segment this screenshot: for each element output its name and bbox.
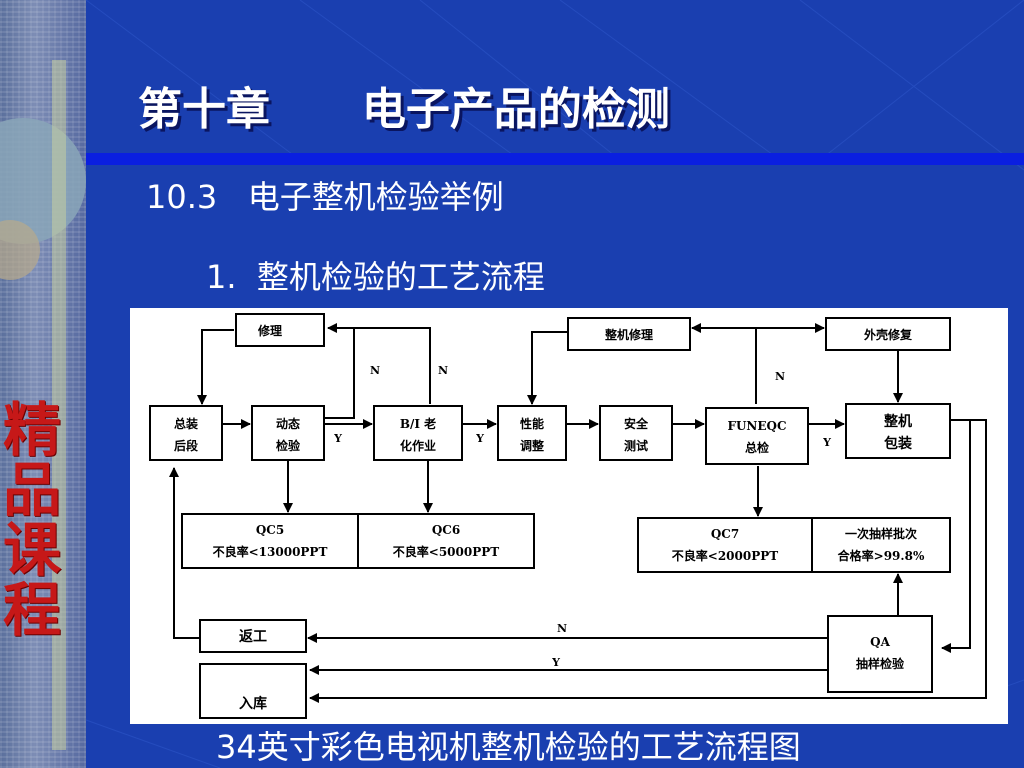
quality-course-badge: 精 品 课 程 (0, 400, 64, 640)
node-packaging (845, 403, 951, 459)
node-batch-sampling (811, 517, 951, 573)
node-funeqc-label: FUNEQC (727, 419, 786, 433)
node-funeqc-label: 总检 (745, 440, 769, 455)
badge-char: 品 (2, 456, 61, 524)
node-warehouse (199, 663, 307, 719)
node-case-repair-label: 外壳修复 (864, 327, 913, 342)
node-packaging-label: 整机 (883, 413, 912, 430)
edge-label-yes: Y (333, 432, 342, 445)
node-final-assembly (149, 405, 223, 461)
node-unit-repair-label: 整机修理 (604, 327, 653, 342)
node-qc6 (357, 513, 535, 569)
title-divider (86, 153, 1024, 165)
node-safety-test-label: 测试 (624, 438, 648, 453)
node-dynamic-test (251, 405, 325, 461)
node-case-repair (825, 317, 951, 351)
node-qc7 (637, 517, 813, 573)
decorative-side-strip (0, 0, 86, 768)
figure-caption: 34英寸彩色电视机整机检验的工艺流程图 (216, 728, 801, 766)
node-funeqc (705, 407, 809, 465)
node-qc6-label: 不良率<5000PPT (393, 544, 500, 559)
node-batch-sampling-label: 一次抽样批次 (845, 526, 917, 541)
node-rework (199, 619, 307, 653)
section-heading: 10.3 电子整机检验举例 (146, 178, 504, 216)
node-qa-sampling-label: QA (870, 635, 890, 649)
edge-label-no: N (370, 364, 380, 377)
node-unit-repair (567, 317, 691, 351)
node-packaging-label: 包装 (884, 435, 913, 452)
node-performance-adjust (497, 405, 567, 461)
process-flow-diagram: 修理 总装 后段 动态 检验 B/I 老 化作业 性能 调整 安全 测试 FUN… (130, 308, 1008, 724)
node-batch-sampling-label: 合格率>99.8% (838, 548, 925, 563)
decorative-bar (52, 60, 66, 750)
node-qc5-label: 不良率<13000PPT (213, 544, 328, 559)
edge-label-no: N (557, 622, 567, 635)
node-safety-test-label: 安全 (624, 416, 649, 431)
node-performance-adjust-label: 性能 (519, 416, 544, 431)
edge-label-no: N (775, 370, 785, 383)
node-dynamic-test-label: 动态 (276, 416, 300, 431)
slide-title: 第十章 电子产品的检测 (138, 84, 670, 135)
node-qc6-label: QC6 (432, 523, 460, 537)
edge-label-yes: Y (822, 436, 831, 449)
edge-label-yes: Y (551, 656, 560, 669)
node-final-assembly-label: 后段 (174, 438, 199, 453)
node-repair-label: 修理 (257, 323, 282, 338)
edge-label-yes: Y (475, 432, 484, 445)
node-burn-in-label: 化作业 (400, 438, 436, 453)
node-repair (235, 313, 325, 347)
badge-char: 课 (2, 516, 61, 584)
node-qa-sampling-label: 抽样检验 (856, 656, 905, 671)
node-qa-sampling (827, 615, 933, 693)
node-final-assembly-label: 总装 (174, 416, 198, 431)
node-qc5-label: QC5 (256, 523, 284, 537)
node-qc5 (181, 513, 359, 569)
node-rework-label: 返工 (239, 628, 267, 645)
node-qc7-label: QC7 (711, 527, 739, 541)
node-safety-test (599, 405, 673, 461)
node-dynamic-test-label: 检验 (276, 438, 301, 453)
node-burn-in (373, 405, 463, 461)
badge-char: 精 (2, 396, 61, 464)
node-performance-adjust-label: 调整 (520, 438, 544, 453)
node-warehouse-label: 入库 (239, 695, 267, 712)
node-qc7-label: 不良率<2000PPT (672, 548, 779, 563)
badge-char: 程 (2, 576, 61, 644)
edge-label-no: N (438, 364, 448, 377)
subsection-heading: 1. 整机检验的工艺流程 (206, 258, 545, 296)
node-burn-in-label: B/I 老 (400, 416, 436, 431)
